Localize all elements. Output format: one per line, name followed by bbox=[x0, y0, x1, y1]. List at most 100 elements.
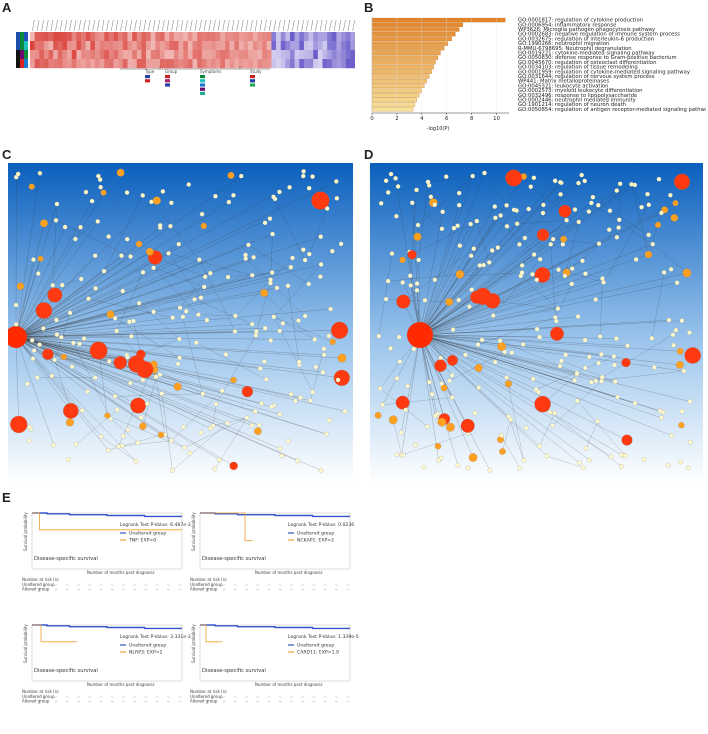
heatmap-column-label bbox=[69, 19, 72, 32]
network-edge bbox=[151, 201, 200, 260]
network-node bbox=[257, 366, 263, 371]
heatmap-column-label bbox=[157, 19, 160, 32]
heatmap-cell bbox=[303, 50, 309, 60]
heatmap-cell bbox=[99, 32, 105, 42]
network-edge bbox=[73, 342, 111, 419]
network-edge bbox=[15, 233, 273, 338]
network-node bbox=[307, 251, 312, 257]
network-edge bbox=[15, 287, 277, 338]
heatmap-cell bbox=[299, 41, 305, 51]
heatmap-cell bbox=[141, 32, 147, 42]
heatmap-column-label bbox=[287, 19, 290, 32]
network-node bbox=[277, 328, 283, 334]
heatmap-cell bbox=[39, 32, 45, 42]
heatmap-cell bbox=[220, 32, 226, 42]
network-node bbox=[429, 391, 435, 397]
network-node bbox=[229, 461, 238, 471]
network-node bbox=[460, 418, 475, 433]
heatmap-cell bbox=[39, 50, 45, 60]
enrichment-bar bbox=[371, 93, 420, 98]
enrichment-term-label: GO:0032675: regulation of interleukin-6 … bbox=[518, 36, 654, 42]
heatmap-cell bbox=[113, 59, 119, 69]
network-edge bbox=[519, 221, 579, 245]
network-node bbox=[495, 245, 501, 250]
network-node bbox=[457, 243, 463, 248]
network-edge bbox=[171, 390, 223, 441]
network-d-nodes bbox=[374, 169, 701, 473]
network-edge bbox=[15, 201, 93, 338]
network-edge bbox=[599, 278, 603, 337]
heatmap-cell bbox=[262, 50, 267, 60]
heatmap-cell bbox=[257, 32, 263, 42]
network-node bbox=[296, 318, 301, 323]
network-node bbox=[133, 459, 139, 464]
network-edge bbox=[501, 435, 520, 469]
network-node bbox=[437, 417, 447, 427]
network-edge bbox=[418, 181, 429, 260]
network-edge bbox=[15, 336, 323, 373]
enrichment-term-label: GO:0002446: neutrophil mediated immunity bbox=[518, 98, 636, 104]
heatmap-cell bbox=[57, 59, 63, 69]
x-tick-label: 0 bbox=[370, 116, 374, 122]
network-edge bbox=[255, 411, 327, 435]
heatmap-cell bbox=[81, 32, 86, 42]
heatmap-cell bbox=[146, 41, 151, 51]
network-node bbox=[614, 234, 620, 240]
network-edge bbox=[410, 189, 417, 276]
heatmap-cell bbox=[238, 59, 244, 69]
network-node bbox=[557, 363, 563, 369]
network-node bbox=[83, 189, 89, 195]
network-d-edges bbox=[378, 172, 691, 471]
x-tick-label: 4 bbox=[420, 116, 424, 122]
km-legend-label: NLRP3: EXP>2 bbox=[129, 650, 163, 656]
km-plot-nlrp3: Logrank Test P-Value: 3.331e-3Unaltered … bbox=[22, 624, 191, 704]
legend-swatch bbox=[200, 91, 205, 95]
heatmap-cell bbox=[211, 41, 216, 51]
heatmap-column-label bbox=[32, 19, 35, 32]
heatmap-column-label bbox=[333, 19, 337, 32]
network-node bbox=[407, 273, 413, 279]
network-node bbox=[181, 424, 186, 430]
network-edge bbox=[213, 404, 217, 426]
network-edge bbox=[155, 257, 206, 277]
km-axes-frame bbox=[199, 512, 351, 570]
km-subtitle: Disease-specific survival bbox=[34, 668, 98, 674]
heatmap-column-label bbox=[120, 19, 123, 32]
network-node bbox=[447, 354, 458, 366]
network-edge bbox=[428, 175, 473, 183]
heatmap-cell bbox=[71, 32, 77, 42]
heatmap-cell bbox=[266, 41, 272, 51]
network-node bbox=[537, 443, 542, 449]
enrichment-bar bbox=[371, 41, 449, 46]
network-node bbox=[259, 401, 264, 406]
heatmap-cell bbox=[322, 32, 328, 42]
heatmap-cell bbox=[118, 59, 124, 69]
heatmap-cell bbox=[197, 50, 202, 60]
enrichment-term-label: GO:0001959: regulation of cytokine-media… bbox=[518, 69, 690, 75]
network-node bbox=[310, 174, 315, 179]
network-edge bbox=[15, 336, 71, 411]
heatmap-cell bbox=[262, 32, 267, 42]
km-curve bbox=[200, 624, 223, 643]
network-node bbox=[536, 228, 550, 241]
heatmap-cell bbox=[67, 50, 72, 60]
heatmap-cell bbox=[290, 41, 295, 51]
heatmap-cell bbox=[285, 59, 291, 69]
heatmap-cell bbox=[290, 50, 295, 60]
heatmap-cell bbox=[350, 41, 355, 51]
heatmap-column-label bbox=[194, 19, 198, 32]
network-edge bbox=[419, 221, 477, 336]
heatmap-cell bbox=[257, 50, 263, 60]
heatmap-column-label bbox=[180, 19, 184, 32]
network-node bbox=[587, 457, 592, 463]
network-node bbox=[416, 257, 421, 263]
network-node bbox=[249, 272, 255, 278]
heatmap-cell bbox=[290, 32, 295, 42]
enrichment-bar bbox=[371, 102, 416, 107]
km-risk-group: Altered group bbox=[190, 699, 218, 704]
network-node bbox=[78, 224, 83, 230]
heatmap-cell bbox=[113, 50, 119, 60]
heatmap-cell bbox=[99, 59, 105, 69]
network-node bbox=[108, 416, 114, 422]
legend-swatch bbox=[145, 75, 150, 79]
